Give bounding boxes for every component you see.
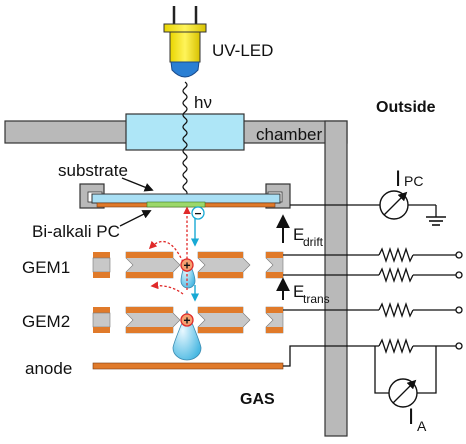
gem2-foil [92, 306, 284, 334]
i-a-label: I [408, 404, 414, 429]
anode-label: anode [25, 359, 72, 378]
photocathode-layer [146, 201, 206, 208]
positive-ion-gem1: + [180, 258, 194, 273]
chamber-wall [4, 120, 348, 437]
gem1-foil [92, 251, 284, 279]
chamber-label: chamber [256, 125, 322, 144]
gem1-label: GEM1 [22, 258, 70, 277]
e-drift-label: E [293, 225, 304, 244]
substrate-label: substrate [58, 161, 128, 180]
ion-curve-upper [148, 240, 184, 263]
substrate-assembly [79, 183, 291, 209]
gem2-label: GEM2 [22, 312, 70, 331]
substrate-pointer [121, 177, 154, 192]
i-pc-label: I [395, 166, 401, 191]
anode-plate [92, 362, 284, 370]
svg-text:+: + [183, 314, 190, 328]
output-terminals [455, 251, 463, 350]
ion-curve-lower [150, 281, 184, 295]
photocathode-pointer [119, 210, 152, 227]
chamber-window [125, 113, 245, 151]
outside-label: Outside [376, 99, 436, 116]
ammeter-pc [379, 190, 409, 220]
positive-ion-gem2: + [180, 313, 194, 328]
photoelectron: − [191, 206, 205, 221]
ammeter-anode [388, 378, 418, 408]
e-trans-subscript: trans [303, 292, 330, 306]
e-trans-label: E [293, 282, 304, 301]
svg-text:−: − [194, 207, 201, 221]
i-a-subscript: A [417, 418, 427, 434]
photon-label: hν [194, 93, 212, 112]
gas-label: GAS [240, 391, 275, 408]
i-pc-subscript: PC [404, 173, 423, 189]
svg-text:+: + [183, 259, 190, 273]
photocathode-label: Bi-alkali PC [32, 222, 120, 241]
photon-path [182, 81, 188, 203]
circuit-wiring [283, 204, 456, 394]
uv-led [163, 6, 207, 78]
e-drift-subscript: drift [303, 235, 324, 249]
substrate-plate [91, 193, 281, 204]
avalanche-gem2 [172, 309, 202, 361]
uv-led-label: UV-LED [212, 41, 273, 60]
